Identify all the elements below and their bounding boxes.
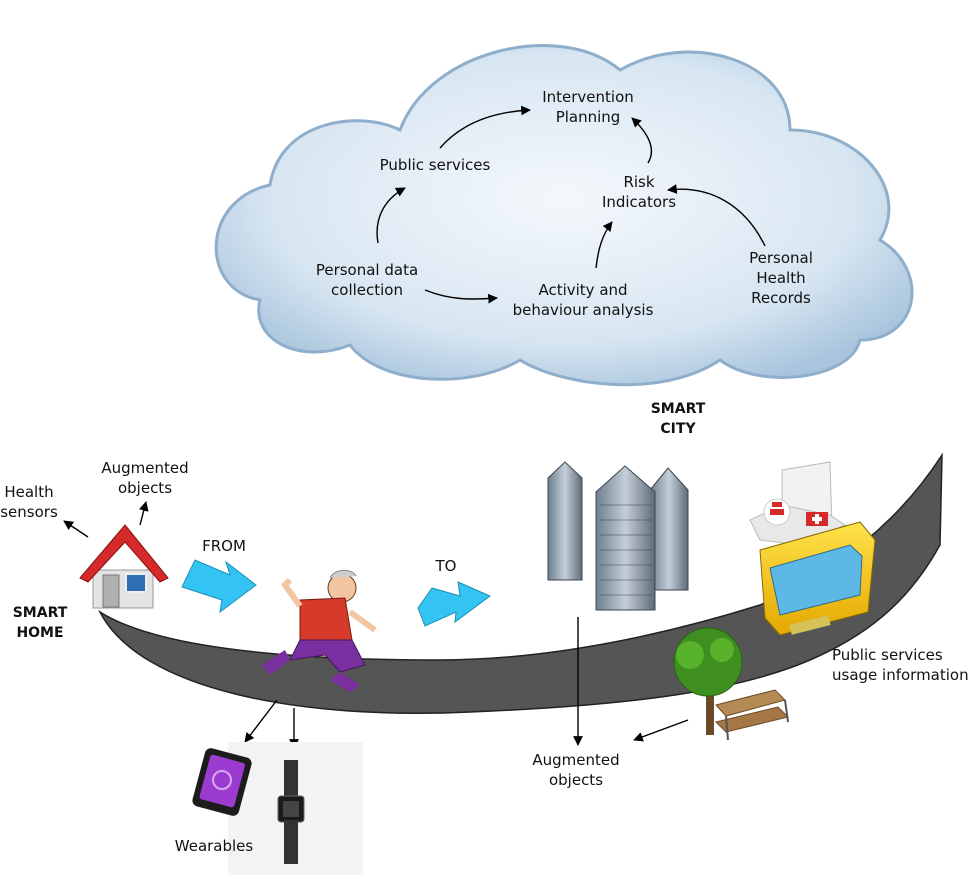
bus-icon (759, 521, 876, 636)
aug-home-line1: Augmented (101, 459, 189, 477)
smart-city-label: SMART CITY (640, 399, 716, 439)
personal-data-line1: Personal data (315, 261, 419, 279)
aug-home-line2: objects (117, 479, 173, 497)
phr-line1: Personal (749, 249, 813, 267)
city-arrows (573, 617, 689, 746)
tree-icon (673, 627, 743, 735)
public-usage-line1: Public services (832, 646, 943, 664)
smartwatch-icon (277, 760, 305, 864)
activity-line1: Activity and (538, 281, 628, 299)
node-risk-indicators: Risk Indicators (584, 172, 694, 212)
arrow-to-health-sensors (63, 520, 89, 538)
arrow-public-to-intervention (439, 105, 531, 149)
node-public-services: Public services (368, 155, 502, 175)
runner-icon (262, 569, 377, 692)
risk-line1: Risk (623, 173, 655, 191)
smartphone-icon (192, 748, 252, 816)
activity-line2: behaviour analysis (512, 301, 654, 319)
house-icon (79, 524, 169, 609)
from-label: FROM (202, 537, 246, 555)
arrow-risk-to-intervention (631, 117, 653, 164)
arrow-phr-to-risk (667, 184, 766, 247)
risk-line2: Indicators (601, 193, 677, 211)
health-line2: sensors (0, 503, 58, 521)
arrow-activity-to-risk (595, 221, 613, 269)
personal-data-line2: collection (331, 281, 403, 299)
augmented-objects-city-label: Augmented objects (523, 750, 629, 790)
cloud-flow-arrows (376, 105, 766, 304)
smart-home-label: SMART HOME (0, 603, 80, 643)
to-label: TO (435, 557, 457, 575)
node-personal-data-collection: Personal data collection (305, 260, 429, 300)
runner-arrows (244, 699, 299, 749)
node-intervention-planning: Intervention Planning (525, 87, 651, 127)
arrow-personal-to-public (376, 187, 406, 244)
home-arrows (63, 501, 149, 538)
phr-line3: Records (751, 289, 811, 307)
aug-city-line1: Augmented (532, 751, 620, 769)
health-sensors-label: Health sensors (0, 482, 66, 522)
flow-arrow-icon (181, 559, 491, 627)
cloud-icon (214, 44, 914, 387)
bench-icon (715, 689, 789, 741)
arrow-personal-to-activity (424, 289, 498, 304)
intervention-line1: Intervention (542, 88, 634, 106)
arrow-tree-to-objects (633, 719, 689, 742)
smart-city-line1: SMART (650, 401, 706, 417)
public-services-usage-label: Public services usage information (832, 645, 978, 685)
health-line1: Health (4, 483, 54, 501)
arrow-to-augmented-home (139, 501, 149, 526)
smart-home-line1: SMART (12, 605, 68, 621)
public-usage-line2: usage information (832, 666, 969, 684)
wearables-label: Wearables (174, 837, 254, 855)
aug-city-line2: objects (548, 771, 604, 789)
node-activity-behaviour: Activity and behaviour analysis (500, 280, 666, 320)
phr-line2: Health (756, 269, 806, 287)
arrow-to-phone (244, 699, 278, 743)
intervention-line2: Planning (555, 108, 621, 126)
smart-city-line2: CITY (660, 421, 696, 437)
buildings-icon (547, 461, 689, 611)
smart-home-line2: HOME (16, 625, 64, 641)
public-services-label: Public services (379, 156, 491, 174)
augmented-objects-home-label: Augmented objects (92, 458, 198, 498)
node-personal-health-records: Personal Health Records (735, 248, 827, 308)
